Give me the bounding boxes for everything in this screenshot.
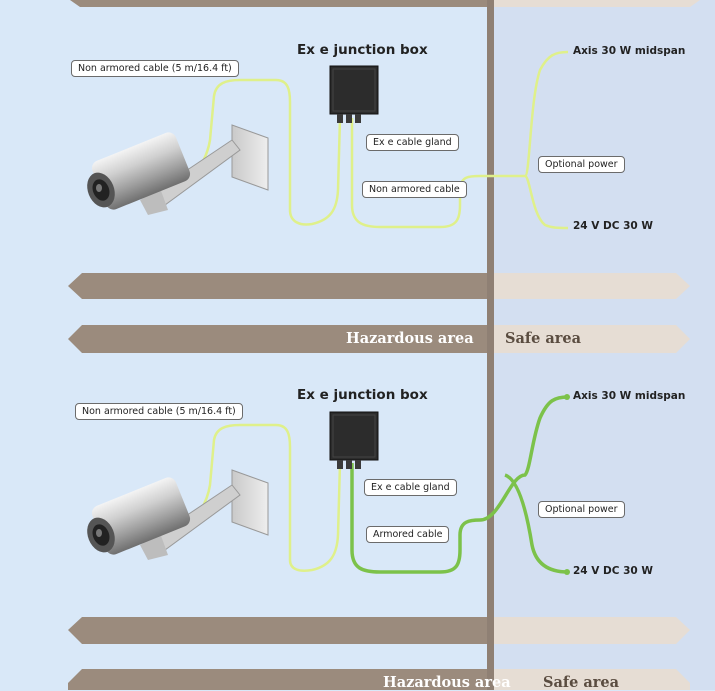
hazardous-area-label: Hazardous area xyxy=(346,330,474,347)
band-top-hazardous xyxy=(70,0,487,7)
midspan-label: Axis 30 W midspan xyxy=(573,45,686,57)
band-1a-safe xyxy=(494,273,690,299)
area-divider xyxy=(487,0,494,690)
optional-power-callout: Optional power xyxy=(538,501,625,518)
hazardous-area-label: Hazardous area xyxy=(383,674,511,691)
safe-area-label: Safe area xyxy=(505,330,582,347)
band-1-safe xyxy=(494,325,690,353)
band-2a-safe xyxy=(494,617,690,644)
cable-type-callout: Non armored cable xyxy=(362,181,467,198)
band-1-hazardous xyxy=(68,325,487,353)
wall-bracket-icon xyxy=(231,124,269,191)
armored-cable-2 xyxy=(350,395,569,574)
wall-bracket-icon xyxy=(231,469,269,536)
diagram-2 xyxy=(87,394,570,575)
camera-icon xyxy=(87,469,269,560)
cable-gland-callout: Ex e cable gland xyxy=(364,479,457,496)
junction-box-title: Ex e junction box xyxy=(297,387,428,403)
power-cable-2 xyxy=(504,473,569,574)
junction-box-icon xyxy=(329,411,379,469)
power-cable-1 xyxy=(523,174,569,230)
junction-box-icon xyxy=(329,65,379,123)
cable-type-callout: Armored cable xyxy=(366,526,450,543)
camera-icon xyxy=(87,124,269,215)
band-top-safe xyxy=(494,0,700,7)
band-1a-hazardous xyxy=(68,273,487,299)
camera-cable-callout: Non armored cable (5 m/16.4 ft) xyxy=(75,403,243,420)
safe-area-label: Safe area xyxy=(543,674,620,691)
band-2a-hazardous xyxy=(68,617,487,644)
diagram-1 xyxy=(87,50,569,230)
dc-power-label: 24 V DC 30 W xyxy=(573,565,653,577)
field-cable-1 xyxy=(350,50,569,229)
band-2-hazardous xyxy=(68,669,487,690)
dc-power-label: 24 V DC 30 W xyxy=(573,220,653,232)
midspan-label: Axis 30 W midspan xyxy=(573,390,686,402)
camera-cable-2 xyxy=(149,423,342,572)
band-2-safe xyxy=(494,669,690,690)
camera-cable-1 xyxy=(149,78,342,226)
camera-cable-callout: Non armored cable (5 m/16.4 ft) xyxy=(71,60,239,77)
optional-power-callout: Optional power xyxy=(538,156,625,173)
cable-gland-callout: Ex e cable gland xyxy=(366,134,459,151)
junction-box-title: Ex e junction box xyxy=(297,42,428,58)
